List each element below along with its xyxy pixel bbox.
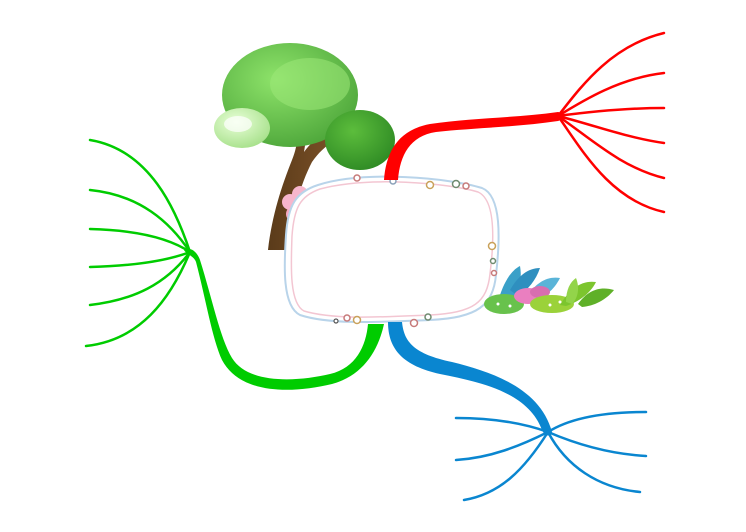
branch-red[interactable]: [384, 31, 666, 214]
branch-green[interactable]: [84, 138, 384, 390]
branch-blue[interactable]: [388, 322, 648, 502]
branch-green-subtopics: [84, 138, 192, 348]
branch-blue-subtopics: [454, 410, 648, 502]
bush-illustration: [484, 266, 614, 314]
central-topic[interactable]: [283, 174, 500, 328]
branch-red-subtopics: [556, 31, 666, 214]
